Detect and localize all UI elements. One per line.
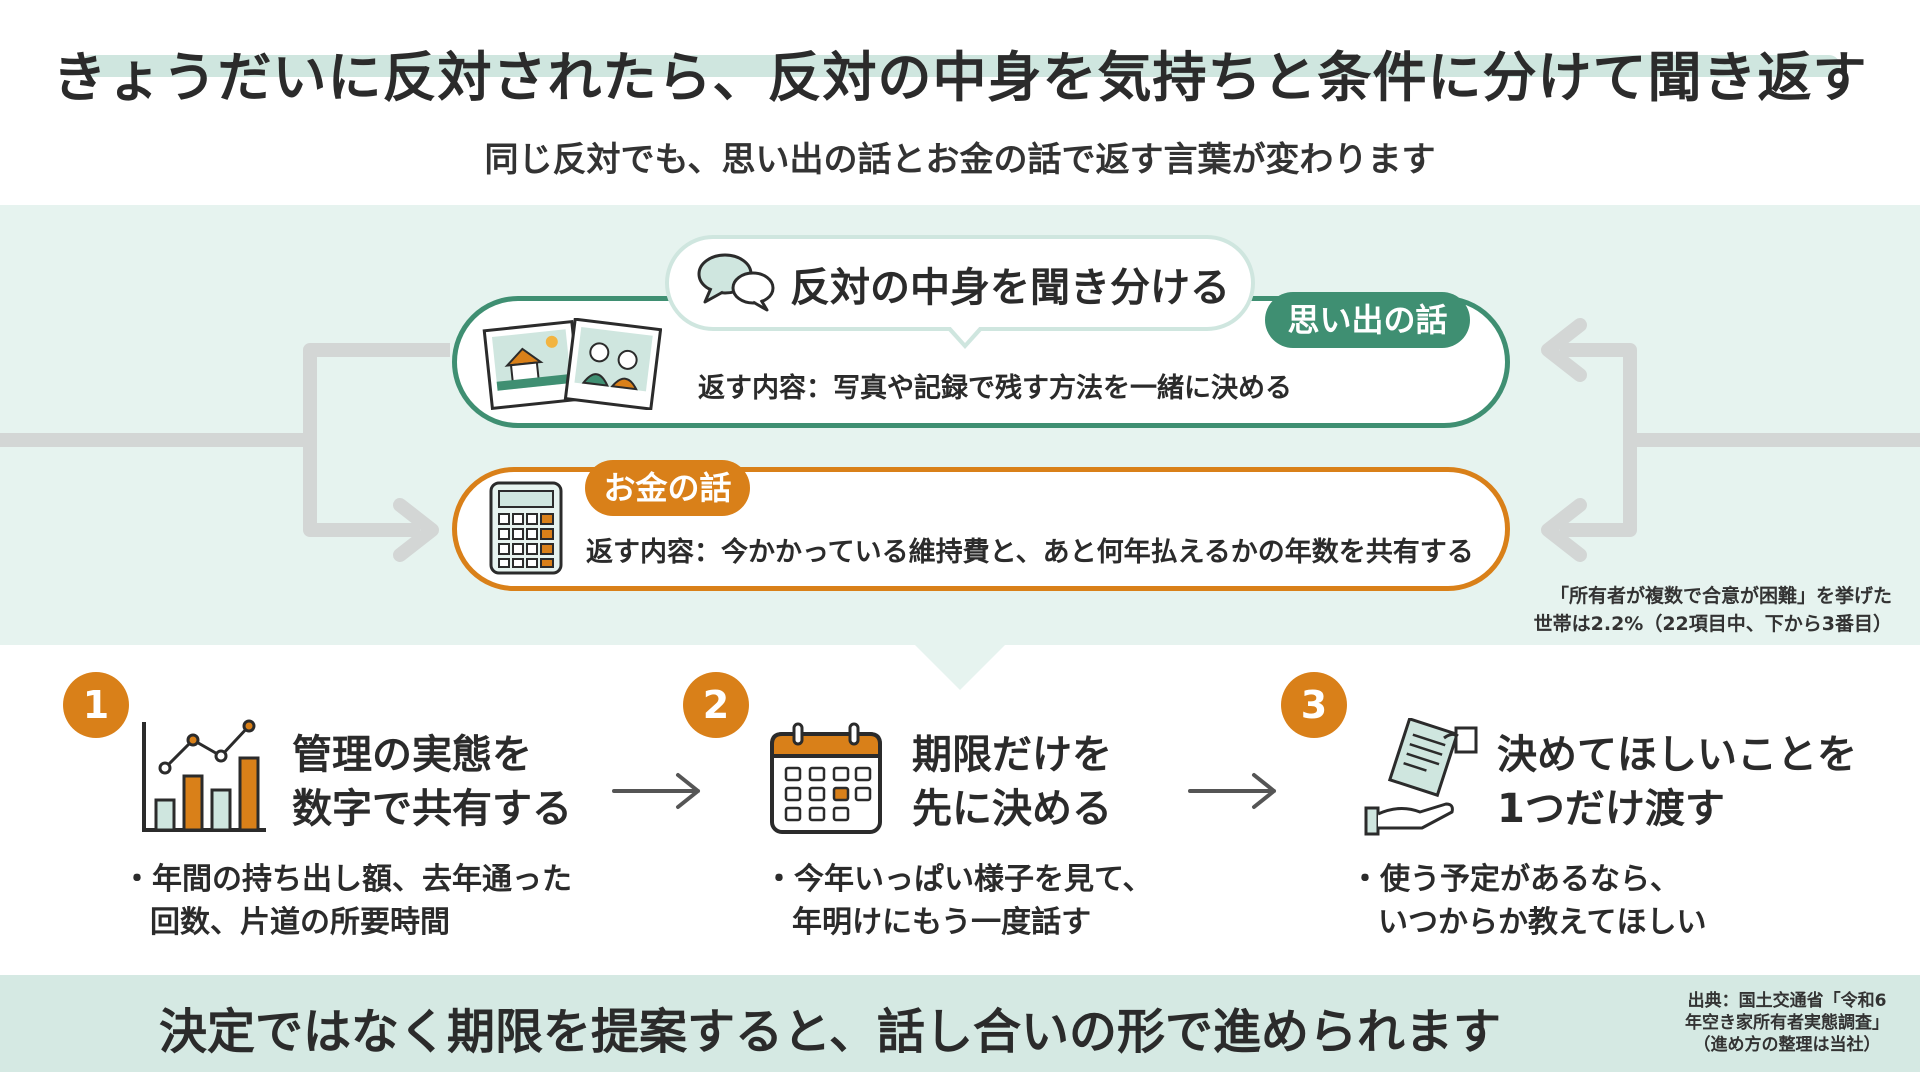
- step-2-title-line1: 期限だけを: [912, 732, 1112, 778]
- page-subtitle: 同じ反対でも、思い出の話とお金の話で返す言葉が変わります: [484, 140, 1436, 180]
- footer-message: 決定ではなく期限を提案すると、話し合いの形で進められます: [158, 1004, 1502, 1060]
- survey-note: 「所有者が複数で合意が困難」を挙げた 世帯は2.2%（22項目中、下から3番目）: [1534, 582, 1892, 638]
- step-2-number: 2: [683, 672, 749, 738]
- handover-document-icon: [1364, 718, 1478, 836]
- memory-tag: 思い出の話: [1265, 292, 1470, 348]
- right-line-top: [1560, 343, 1920, 447]
- step-2-title-line2: 先に決める: [912, 786, 1112, 832]
- left-line-top: [0, 343, 450, 447]
- arrow-right-icon: [612, 756, 704, 826]
- step-1-title-line1: 管理の実態を: [292, 732, 532, 778]
- page-title: きょうだいに反対されたら、反対の中身を気持ちと条件に分けて聞き返す: [52, 46, 1868, 109]
- step-1-bullet-line2: 回数、片道の所要時間: [150, 905, 450, 940]
- step-1-number: 1: [63, 672, 129, 738]
- source-line1: 出典：国土交通省「令和6: [1687, 991, 1887, 1011]
- calculator-icon: [489, 481, 563, 575]
- money-tag: お金の話: [585, 460, 750, 516]
- step-2-bullet: ・今年いっぱい様子を見て、 年明けにもう一度話す: [764, 858, 1153, 944]
- survey-note-line2: 世帯は2.2%（22項目中、下から3番目）: [1533, 613, 1892, 635]
- bubble-label: 反対の中身を聞き分ける: [790, 265, 1230, 311]
- footer-band: [0, 975, 1920, 1072]
- source-line3: （進め方の整理は当社）: [1693, 1035, 1881, 1055]
- step-2-title: 期限だけを 先に決める: [912, 728, 1112, 836]
- calendar-icon: [770, 722, 882, 834]
- arrow-right-icon: [1188, 756, 1280, 826]
- step-1-title-line2: 数字で共有する: [292, 786, 572, 832]
- step-3-title-line1: 決めてほしいことを: [1497, 732, 1857, 778]
- title-highlight: [80, 55, 1840, 77]
- left-line-bottom: [303, 440, 420, 537]
- bar-chart-icon: [142, 719, 266, 832]
- flow-lines: [0, 318, 1920, 562]
- source-note: 出典：国土交通省「令和6 年空き家所有者実態調査」 （進め方の整理は当社）: [1668, 990, 1906, 1056]
- step-3-bullet: ・使う予定があるなら、 いつからか教えてほしい: [1350, 858, 1707, 944]
- step-1-title: 管理の実態を 数字で共有する: [292, 728, 572, 836]
- step-1-bullet: ・年間の持ち出し額、去年通った 回数、片道の所要時間: [122, 858, 572, 944]
- photos-icon: [482, 318, 662, 410]
- left-arrow-head: [393, 498, 439, 562]
- step-3-bullet-line2: いつからか教えてほしい: [1378, 905, 1707, 940]
- right-arrow-head-bottom: [1541, 498, 1587, 562]
- step-1-bullet-line1: ・年間の持ち出し額、去年通った: [122, 862, 572, 897]
- right-arrow-head-top: [1541, 318, 1587, 382]
- money-text: 返す内容：今かかっている維持費と、あと何年払えるかの年数を共有する: [586, 537, 1474, 568]
- bubble-tail-inner: [949, 325, 981, 343]
- step-3-number: 3: [1281, 672, 1347, 738]
- step-3-title: 決めてほしいことを 1つだけ渡す: [1497, 728, 1857, 836]
- right-line-bottom: [1560, 440, 1637, 537]
- step-2-bullet-line1: ・今年いっぱい様子を見て、: [764, 862, 1153, 897]
- step-3-title-line2: 1つだけ渡す: [1497, 786, 1725, 832]
- source-line2: 年空き家所有者実態調査」: [1685, 1013, 1889, 1033]
- memory-text: 返す内容：写真や記録で残す方法を一緒に決める: [698, 373, 1292, 404]
- step-2-bullet-line2: 年明けにもう一度話す: [792, 905, 1092, 940]
- title-wrap: きょうだいに反対されたら、反対の中身を気持ちと条件に分けて聞き返す: [0, 38, 1920, 118]
- band-notch: [915, 645, 1005, 690]
- survey-note-line1: 「所有者が複数で合意が困難」を挙げた: [1549, 585, 1892, 607]
- speech-bubbles-icon: [697, 253, 775, 312]
- step-3-bullet-line1: ・使う予定があるなら、: [1350, 862, 1680, 897]
